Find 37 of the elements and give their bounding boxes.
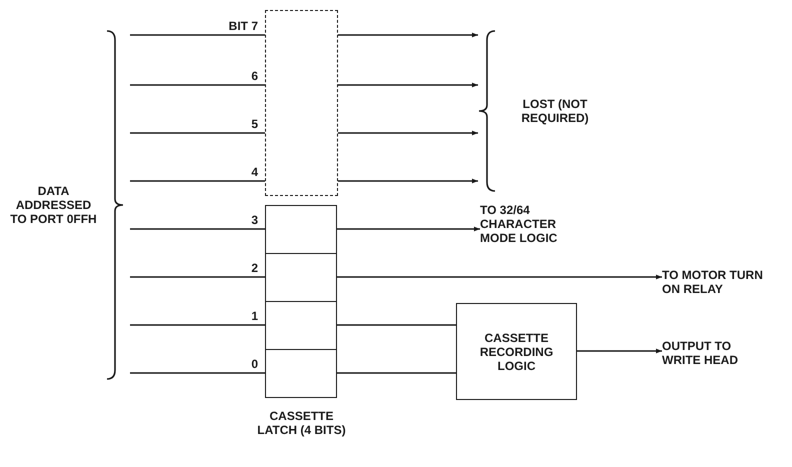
arrow xyxy=(338,82,478,88)
latch-cell xyxy=(265,349,337,398)
signal-line xyxy=(130,84,265,86)
signal-line xyxy=(337,324,456,326)
bit-label: 4 xyxy=(250,165,258,179)
dashed-box xyxy=(265,10,338,196)
arrow xyxy=(338,130,478,136)
signal-line xyxy=(130,372,265,374)
bit-label: 1 xyxy=(250,309,258,323)
latch-cell xyxy=(265,205,337,254)
signal-line xyxy=(130,276,265,278)
arrow xyxy=(337,226,480,232)
process-box: CASSETTE RECORDING LOGIC xyxy=(456,303,577,400)
bit-label: 3 xyxy=(250,213,258,227)
signal-line xyxy=(337,372,456,374)
bit-label: 0 xyxy=(250,357,258,371)
latch-label: CASSETTE LATCH (4 BITS) xyxy=(256,409,347,437)
signal-line xyxy=(130,228,265,230)
bit-label: BIT 7 xyxy=(228,19,258,33)
signal-line xyxy=(130,132,265,134)
signal-line xyxy=(130,180,265,182)
arrow xyxy=(337,274,662,280)
bit-label: 2 xyxy=(250,261,258,275)
annotation-text: LOST (NOT REQUIRED) xyxy=(520,97,590,125)
destination-text: OUTPUT TO WRITE HEAD xyxy=(662,339,752,367)
destination-text: TO MOTOR TURN ON RELAY xyxy=(662,268,772,296)
arrow xyxy=(577,348,662,354)
signal-line xyxy=(130,324,265,326)
latch-cell xyxy=(265,253,337,302)
arrow xyxy=(338,178,478,184)
latch-cell xyxy=(265,301,337,350)
destination-text: TO 32/64 CHARACTER MODE LOGIC xyxy=(480,203,580,245)
signal-line xyxy=(130,34,265,36)
bit-label: 5 xyxy=(250,117,258,131)
bit-label: 6 xyxy=(250,69,258,83)
arrow xyxy=(338,32,478,38)
source-text: DATA ADDRESSED TO PORT 0FFH xyxy=(9,184,98,226)
